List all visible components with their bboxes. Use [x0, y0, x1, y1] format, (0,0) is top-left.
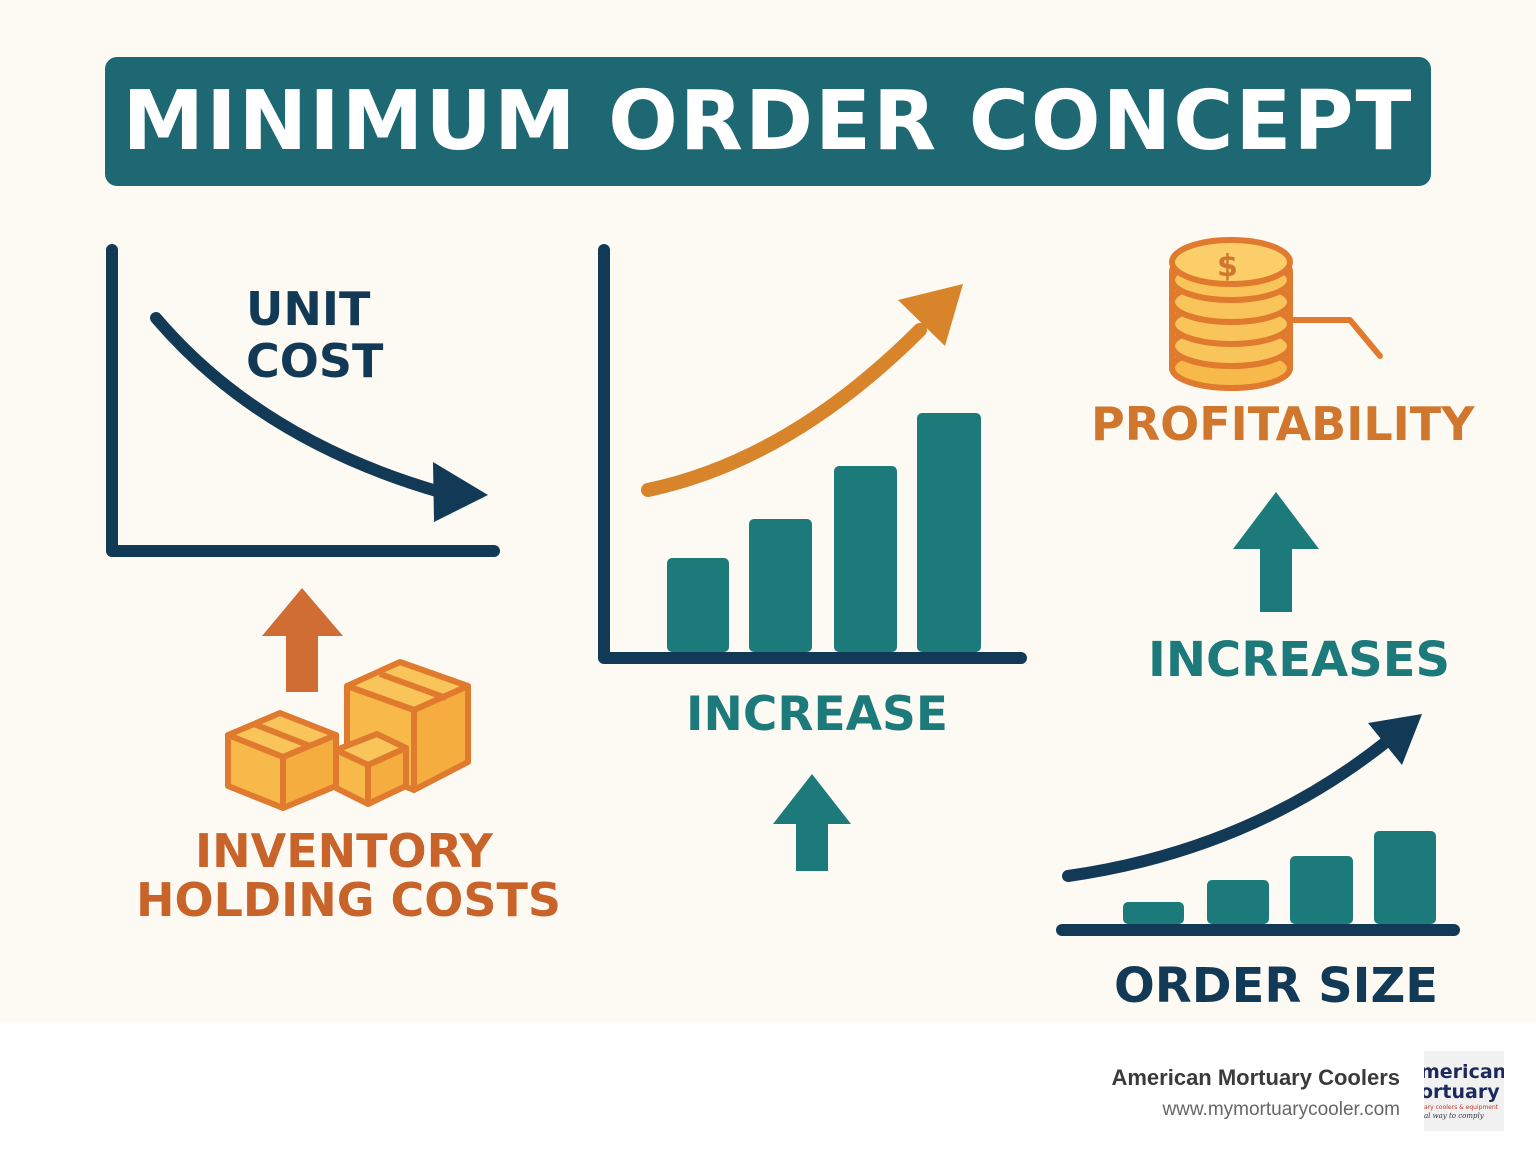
down-curve-arrow-icon	[150, 312, 488, 522]
up-arrow-icon	[773, 774, 851, 871]
increase-label: INCREASE	[686, 687, 948, 742]
bar-2	[749, 519, 812, 652]
bar-4	[917, 413, 981, 652]
trend-arrow-icon	[641, 284, 963, 497]
bar-3	[834, 466, 897, 652]
order-size-label: ORDER SIZE	[1114, 958, 1439, 1014]
increases-label: INCREASES	[1148, 632, 1451, 688]
inventory-label-line2: HOLDING COSTS	[136, 873, 561, 927]
up-arrow-icon	[262, 588, 343, 692]
inventory-label-line1: INVENTORY	[195, 824, 493, 878]
bar-1	[667, 558, 729, 652]
bar-2	[1207, 880, 1269, 924]
coin-stack-icon	[1169, 237, 1383, 391]
bar-chart-icon	[667, 413, 981, 652]
profitability-label: PROFITABILITY	[1091, 397, 1475, 451]
logo-line1: merican	[1424, 1061, 1504, 1083]
page-title: MINIMUM ORDER CONCEPT	[122, 74, 1414, 169]
unit-cost-axes	[106, 244, 500, 557]
brand-url[interactable]: www.mymortuarycooler.com	[1162, 1099, 1400, 1120]
logo-tagline1: ary coolers & equipment	[1424, 1104, 1499, 1111]
infographic-canvas: MINIMUM ORDER CONCEPT	[0, 0, 1536, 1022]
title-banner: MINIMUM ORDER CONCEPT	[105, 57, 1431, 186]
brand-logo: merican ortuary ary coolers & equipment …	[1424, 1051, 1504, 1131]
bar-3	[1290, 856, 1353, 924]
up-arrow-icon	[1233, 492, 1319, 612]
dollar-symbol: $	[1217, 249, 1238, 284]
unit-cost-label-line1: UNIT	[246, 282, 371, 336]
logo-line2: ortuary	[1424, 1081, 1500, 1103]
increase-axes	[598, 244, 1027, 664]
diagram-graphics	[106, 237, 1460, 936]
logo-tagline2: al way to comply	[1424, 1112, 1484, 1120]
brand-name: American Mortuary Coolers	[1111, 1065, 1400, 1090]
footer	[0, 1022, 1536, 1154]
boxes-icon	[225, 659, 471, 811]
trend-arrow-icon	[1062, 714, 1422, 882]
bar-chart-icon	[1123, 831, 1436, 924]
unit-cost-label-line2: COST	[246, 334, 384, 388]
bar-1	[1123, 902, 1184, 924]
bar-4	[1374, 831, 1436, 924]
